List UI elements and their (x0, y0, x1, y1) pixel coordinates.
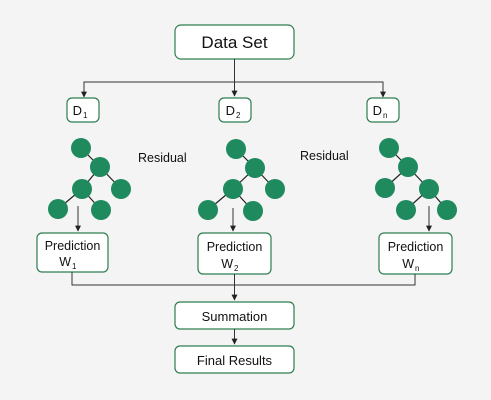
tree-node (91, 200, 111, 220)
decision-tree-2 (198, 139, 285, 232)
prediction-weight: W (59, 255, 71, 269)
tree-node (243, 201, 263, 221)
decision-tree-n (375, 138, 457, 232)
tree-node (72, 179, 92, 199)
decision-tree-1 (48, 138, 131, 232)
tree-node (245, 158, 265, 178)
weight-base: W (402, 257, 414, 271)
subset-box (366, 97, 400, 123)
subset-base: D (226, 103, 235, 118)
residual-label-1: Residual (138, 151, 187, 165)
subset-subscript: n (383, 111, 387, 120)
final-results-box (174, 345, 295, 374)
dataset-label: Data Set (201, 33, 267, 52)
tree-node (398, 157, 418, 177)
tree-node (226, 139, 246, 159)
prediction-title: Prediction (45, 239, 101, 253)
weight-base: W (59, 255, 71, 269)
tree-node (265, 179, 285, 199)
residual-label-2: Residual (300, 149, 349, 163)
subset-dn: D n (366, 97, 400, 123)
prediction-n: Prediction W n (378, 232, 453, 275)
subset-subscript: 2 (236, 111, 241, 120)
subset-subscript: 1 (83, 111, 88, 120)
tree-node (396, 200, 416, 220)
prediction-1: Prediction W 1 (36, 232, 109, 273)
prediction-connectors (71, 272, 416, 301)
prediction-2: Prediction W 2 (197, 232, 272, 275)
join-line (71, 272, 416, 286)
subset-label: D (73, 103, 82, 118)
summation-label: Summation (202, 309, 268, 324)
tree-node (111, 179, 131, 199)
prediction-title: Prediction (207, 240, 263, 254)
tree-node (379, 138, 399, 158)
tree-node (375, 178, 395, 198)
tree-node (223, 179, 243, 199)
tree-node (71, 138, 91, 158)
final-results-node: Final Results (174, 345, 295, 374)
prediction-weight: W (402, 257, 414, 271)
weight-subscript: 2 (234, 264, 239, 273)
weight-base: W (221, 257, 233, 271)
subset-d1: D 1 (66, 97, 100, 123)
tree-node (419, 179, 439, 199)
subset-d2: D 2 (218, 97, 252, 123)
subset-box (66, 97, 100, 123)
subset-base: D (73, 103, 82, 118)
tree-node (90, 157, 110, 177)
weight-subscript: 1 (72, 262, 77, 271)
branch-line (83, 81, 384, 96)
subset-base: D (373, 103, 382, 118)
tree-node (437, 200, 457, 220)
dataset-node: Data Set (174, 24, 295, 60)
tree-node (48, 199, 68, 219)
subset-label: D (373, 103, 382, 118)
subset-label: D (226, 103, 235, 118)
tree-node (198, 200, 218, 220)
prediction-weight: W (221, 257, 233, 271)
prediction-title: Prediction (388, 240, 444, 254)
weight-subscript: n (415, 264, 419, 273)
summation-node: Summation (174, 301, 295, 330)
dataset-connectors (81, 59, 386, 98)
subset-box (218, 97, 252, 123)
final-results-label: Final Results (197, 353, 273, 368)
